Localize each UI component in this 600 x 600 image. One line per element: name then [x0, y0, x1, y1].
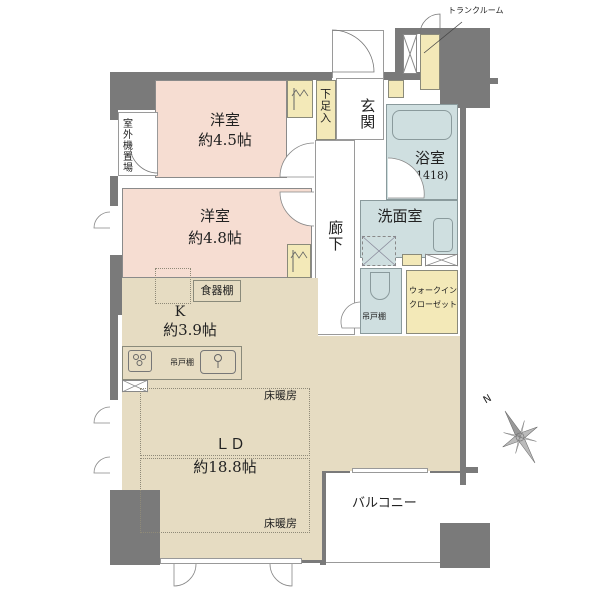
wall-left-lower [110, 315, 118, 400]
western-room-2-size: 約4.8帖 [188, 229, 242, 247]
trunk-room [420, 34, 440, 90]
toilet-door [340, 301, 361, 329]
entrance [336, 78, 384, 140]
kitchen-name: K [174, 304, 186, 320]
wall-top-left [110, 72, 332, 80]
balcony-column [440, 523, 490, 568]
living-dining-lower-left [122, 470, 162, 490]
sink-faucet-icon [214, 354, 222, 368]
floor-heating-zone-bottom [140, 458, 310, 533]
closet-1 [287, 80, 313, 118]
shoe-closet-label: 下足入 [318, 88, 332, 124]
wall-entrance-top-left [300, 72, 332, 80]
floor-heating-label-bottom: 床暖房 [264, 517, 297, 530]
left-window-door-1 [93, 211, 111, 229]
kitchen-size: 約3.9帖 [163, 321, 217, 339]
wall-left-column-upper [110, 72, 155, 110]
bottom-window-door-1 [173, 562, 197, 587]
bottom-window-door-2 [269, 562, 293, 587]
kitchen-cabinet-label: 吊戸棚 [170, 358, 194, 367]
toilet [360, 268, 402, 334]
pipe-shaft-cross [402, 33, 418, 75]
left-window-door-2 [93, 406, 111, 424]
front-door [331, 29, 375, 73]
wall-trunk-left [395, 28, 403, 78]
entrance-storage [388, 80, 404, 98]
washroom-storage [402, 254, 422, 266]
wall-left-mid [110, 176, 118, 206]
stove-burners-icon [133, 354, 146, 366]
kitchen-counter [122, 346, 242, 380]
hallway-label: 廊下 [326, 220, 345, 252]
closet-2 [287, 244, 311, 278]
fridge-space [155, 268, 191, 304]
left-window-door-3 [93, 456, 111, 474]
room-1-door [279, 142, 315, 178]
shoe-closet [316, 80, 336, 140]
floor-heating-zone-top [140, 388, 310, 456]
outdoor-unit-space [118, 112, 158, 176]
balcony [326, 473, 440, 563]
washroom-label: 洗面室 [377, 207, 423, 225]
outdoor-unit-space-label: 室外機置場 [120, 118, 132, 173]
wall-entrance-top-right [384, 72, 444, 80]
walk-in-closet-line1: ウォークイン [409, 286, 457, 295]
closet-1-hanger-icon [291, 88, 309, 110]
living-dining-name: ＬＤ [214, 435, 245, 453]
living-dining [122, 336, 460, 471]
living-dining-lower [160, 470, 322, 560]
outdoor-unit-door [129, 144, 159, 174]
western-room-1-size: 約4.5帖 [198, 131, 252, 149]
western-room-2 [122, 188, 312, 278]
compass-rose-icon [502, 410, 538, 464]
wall-left-bottom-column [110, 490, 160, 565]
wash-basin [433, 218, 453, 252]
toilet-bowl [370, 272, 390, 300]
floor-heating-label-top: 床暖房 [264, 389, 297, 402]
washing-machine-cross [361, 235, 397, 267]
stove [128, 350, 152, 372]
wall-right-long [460, 100, 466, 485]
room-2-door [279, 191, 315, 227]
entrance-alcove [332, 30, 384, 78]
trunk-room-label: トランクルーム [448, 6, 504, 15]
balcony-label: バルコニー [352, 496, 417, 511]
balcony-sash [352, 468, 428, 473]
cupboard-label: 食器棚 [200, 284, 234, 297]
toilet-cabinet-label: 吊戸棚 [362, 312, 386, 321]
kitchen-shaft-cross [121, 379, 149, 393]
bathtub [392, 110, 452, 140]
western-room-2-name: 洋室 [199, 207, 230, 225]
trunk-room-door [419, 13, 441, 35]
kitchen-sink [200, 350, 236, 374]
hallway [315, 140, 355, 335]
washroom-shaft-cross [424, 253, 459, 267]
living-dining-size: 約18.8帖 [193, 458, 257, 476]
ld-bottom-window [160, 558, 302, 564]
wall-balcony-left [320, 470, 326, 565]
bathroom-label: 浴室 [414, 149, 445, 167]
western-room-1-name: 洋室 [209, 111, 240, 129]
bathroom-door [387, 157, 425, 199]
walk-in-closet-line2: クローゼット [409, 300, 457, 309]
cupboard [193, 280, 241, 302]
walk-in-closet [406, 270, 458, 334]
wall-right-upper-block [440, 28, 490, 108]
trunk-room-leader-line [423, 21, 463, 54]
closet-2-hanger-icon [290, 250, 308, 272]
entrance-label: 玄関 [358, 98, 377, 130]
wall-right-stub [490, 78, 498, 84]
